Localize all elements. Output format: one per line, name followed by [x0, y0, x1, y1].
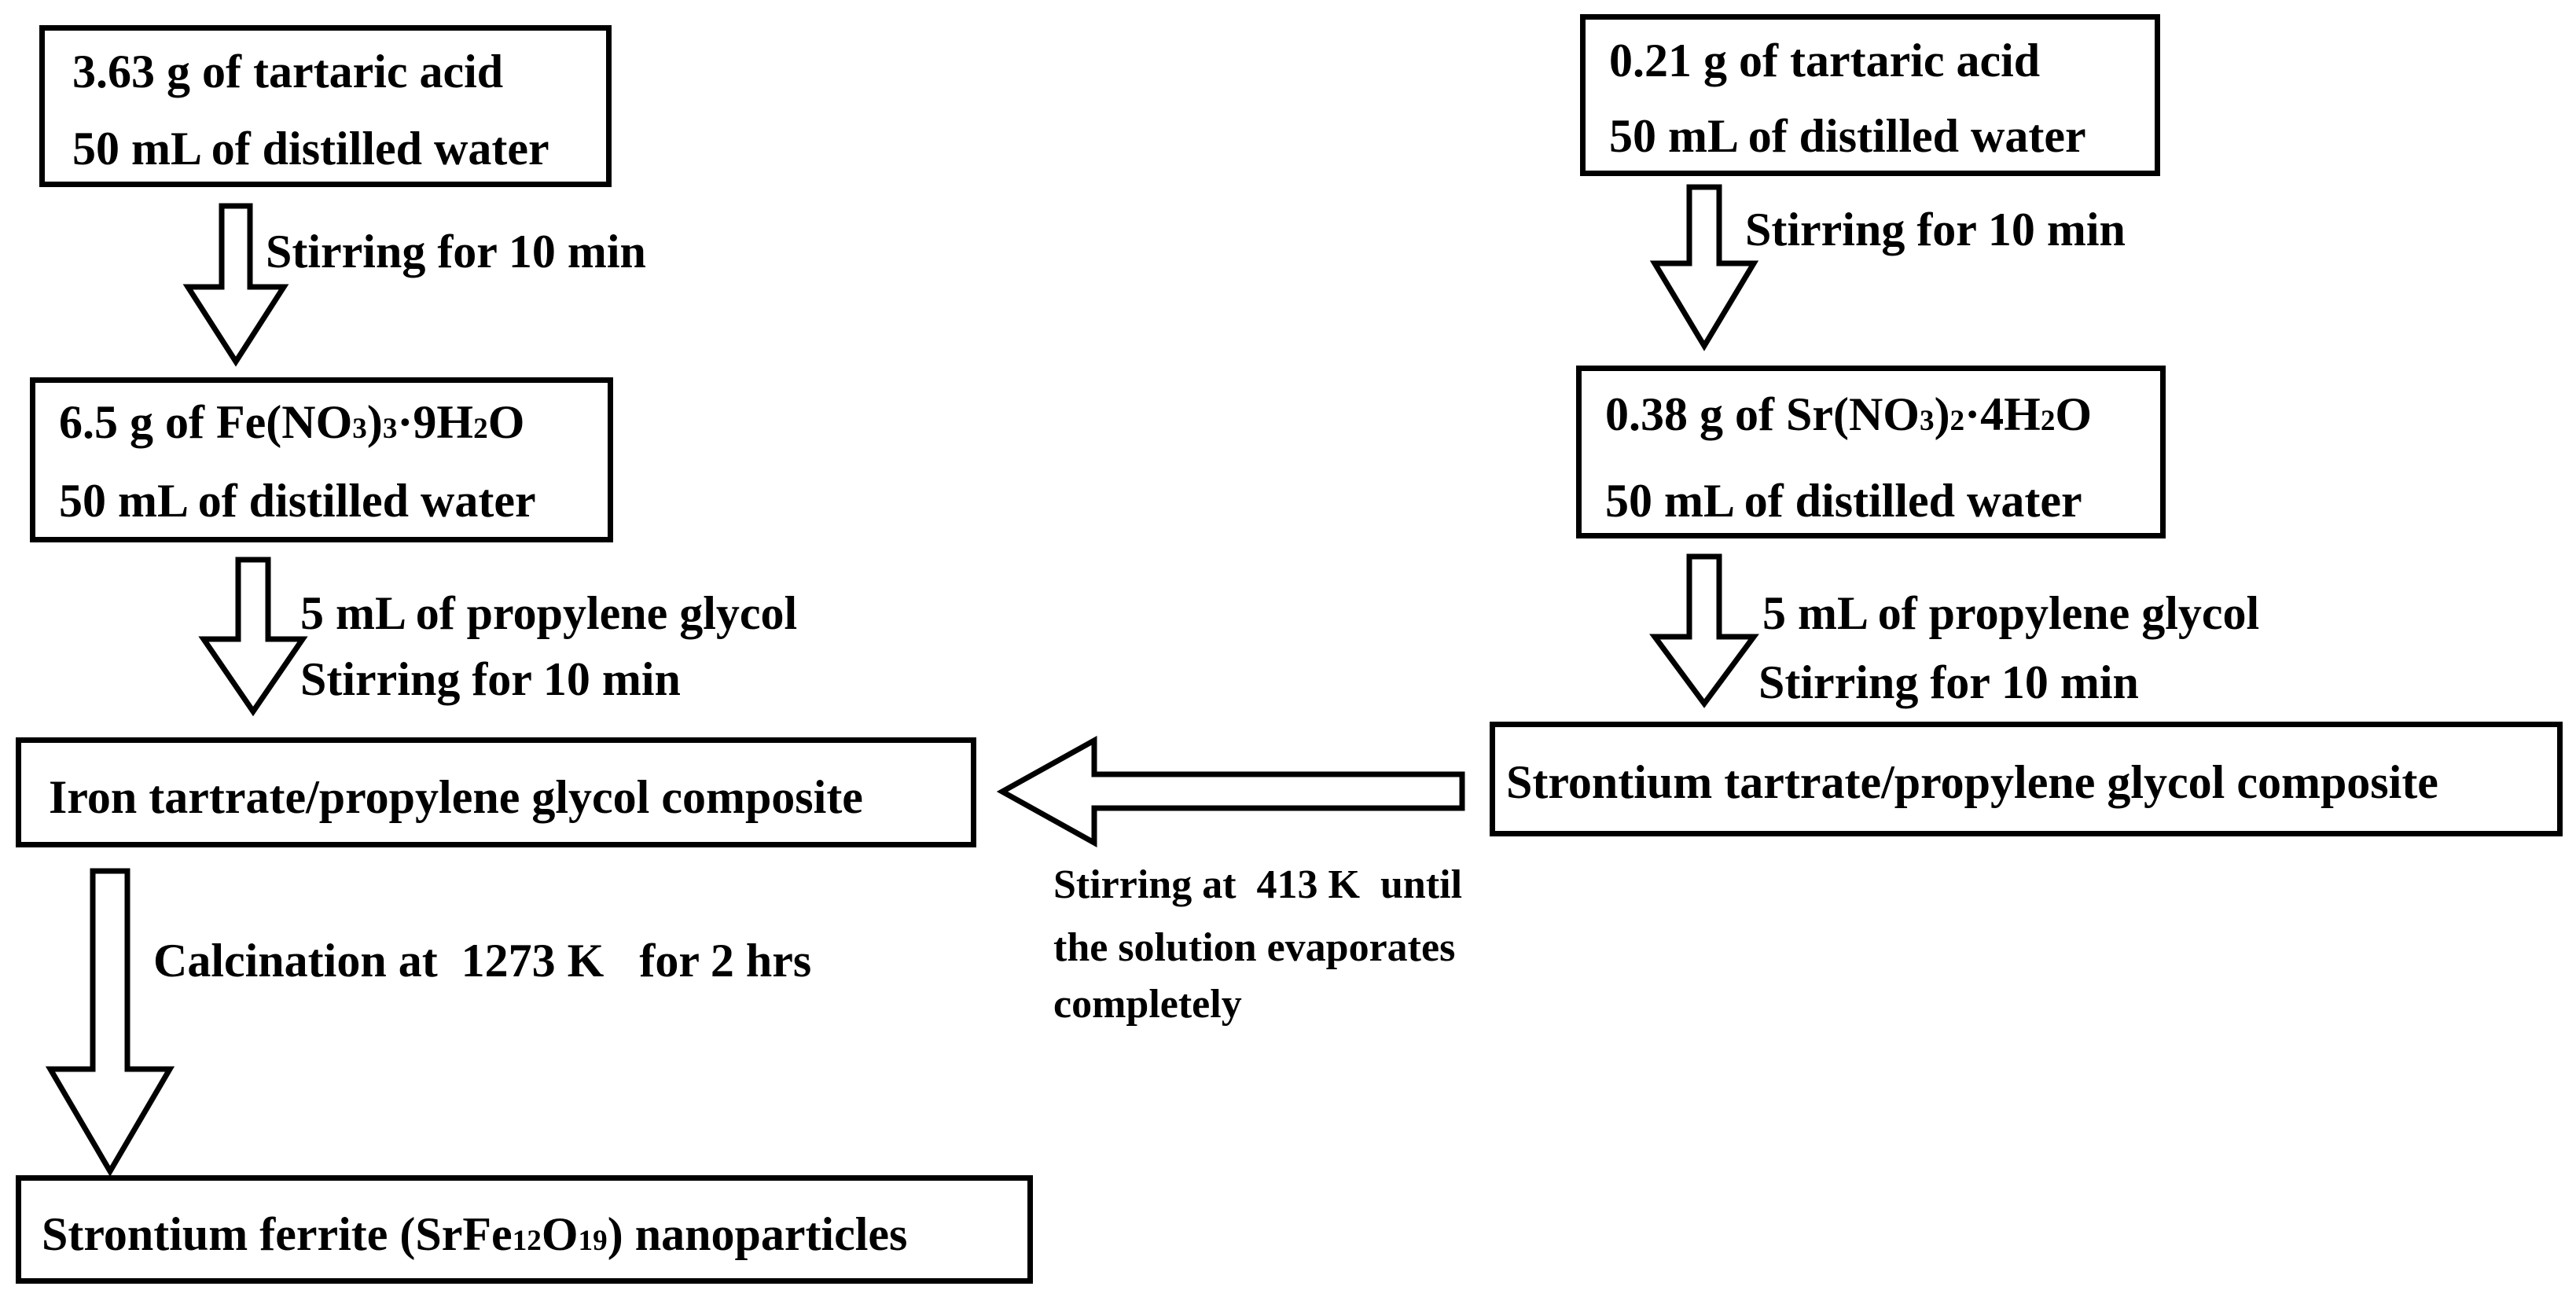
left-box2-formula-sub: 2: [473, 413, 488, 445]
left-box-iron-nitrate: 6.5 g of Fe(NO3)3·9H2O 50 mL of distille…: [30, 377, 613, 542]
left-box2-formula-part: 6.5 g of Fe(NO: [59, 396, 353, 448]
right-box2-line2: 50 mL of distilled water: [1605, 475, 2082, 527]
right-box-strontium-nitrate: 0.38 g of Sr(NO3)2·4H2O 50 mL of distill…: [1576, 366, 2166, 538]
right-box2-formula-sub: 3: [1919, 405, 1935, 437]
merge-label-line3: completely: [1053, 982, 1242, 1027]
left-box2-formula-part: ): [366, 396, 383, 448]
left-box-strontium-ferrite: Strontium ferrite (SrFe12O19) nanopartic…: [16, 1175, 1033, 1284]
merge-label-line1: Stirring at 413 K until: [1053, 862, 1463, 907]
arrow-down-icon: [1649, 553, 1759, 708]
left-step2-line2: Stirring for 10 min: [300, 653, 681, 705]
right-box3-text: Strontium tartrate/propylene glycol comp…: [1506, 756, 2438, 808]
left-step2-line1: 5 mL of propylene glycol: [300, 587, 798, 639]
right-box1-line2: 50 mL of distilled water: [1609, 110, 2086, 162]
left-step1-label: Stirring for 10 min: [266, 226, 646, 277]
merge-label-line2: the solution evaporates: [1053, 925, 1456, 970]
left-box1-line1: 3.63 g of tartaric acid: [72, 46, 504, 97]
right-step2-line2: Stirring for 10 min: [1758, 656, 2139, 708]
left-box2-line2: 50 mL of distilled water: [59, 475, 536, 527]
left-box3-text: Iron tartrate/propylene glycol composite: [49, 771, 863, 823]
left-step3-label: Calcination at 1273 K for 2 hrs: [153, 935, 812, 987]
left-box2-formula-sub: 3: [382, 413, 398, 445]
right-box2-formula-part: 0.38 g of Sr(NO: [1605, 388, 1920, 440]
left-box2-formula-part: ·9H: [397, 396, 474, 448]
right-box2-formula-sub: 2: [2040, 405, 2056, 437]
left-box2-formula-sub: 3: [352, 413, 367, 445]
right-box2-formula-part: ·4H: [1964, 388, 2041, 440]
left-box2-formula-part: O: [487, 396, 525, 448]
right-box2-formula-part: ): [1934, 388, 1950, 440]
right-step2-line1: 5 mL of propylene glycol: [1762, 587, 2260, 639]
left-box4-sub: 19: [578, 1225, 608, 1257]
right-step1-label: Stirring for 10 min: [1745, 204, 2126, 255]
right-box2-formula-part: O: [2055, 388, 2093, 440]
left-box-iron-composite: Iron tartrate/propylene glycol composite: [16, 737, 976, 847]
arrow-left-icon: [996, 736, 1465, 847]
right-box1-line1: 0.21 g of tartaric acid: [1609, 35, 2041, 86]
left-box4-part: O: [541, 1208, 579, 1260]
left-box1-line2: 50 mL of distilled water: [72, 123, 549, 175]
left-box4-part: ) nanoparticles: [607, 1208, 908, 1260]
right-box-strontium-composite: Strontium tartrate/propylene glycol comp…: [1490, 722, 2563, 836]
left-box4-part: Strontium ferrite (SrFe: [42, 1208, 513, 1260]
left-box-tartaric-acid: 3.63 g of tartaric acid 50 mL of distill…: [39, 25, 612, 187]
right-box-tartaric-acid: 0.21 g of tartaric acid 50 mL of distill…: [1580, 14, 2160, 176]
arrow-down-icon: [45, 868, 175, 1177]
arrow-down-icon: [198, 557, 308, 717]
left-box4-line: Strontium ferrite (SrFe12O19) nanopartic…: [42, 1211, 907, 1258]
arrow-down-icon: [1649, 184, 1759, 351]
right-box2-formula-sub: 2: [1949, 405, 1965, 437]
right-box2-line1: 0.38 g of Sr(NO3)2·4H2O: [1605, 391, 2092, 438]
left-box4-sub: 12: [512, 1225, 542, 1257]
left-box2-line1: 6.5 g of Fe(NO3)3·9H2O: [59, 399, 524, 446]
arrow-down-icon: [182, 203, 289, 367]
